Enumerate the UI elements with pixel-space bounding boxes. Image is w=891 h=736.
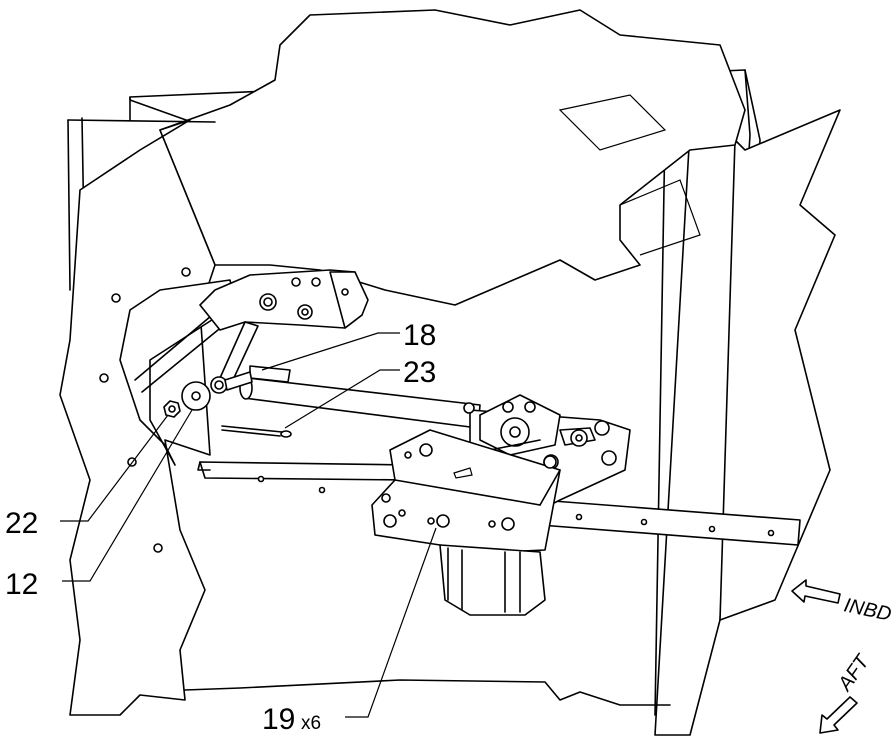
- skin-hole: [181, 267, 191, 277]
- leader-12: [62, 409, 193, 582]
- leader-lines: [60, 332, 437, 718]
- torque-tube: [239, 365, 481, 429]
- left-skin-cutaway: [59, 119, 216, 716]
- actuator-mount-bracket: [371, 429, 561, 553]
- inbd-direction-indicator: INBD: [791, 579, 891, 626]
- skin-hole: [99, 373, 109, 383]
- horizontal-stringer: [197, 461, 801, 546]
- callout-19-quantity: x6: [301, 713, 321, 734]
- lower-skin-edge: [184, 679, 671, 706]
- leader-22: [60, 414, 169, 522]
- actuator-body: [439, 544, 546, 616]
- nut: [163, 400, 181, 418]
- inbd-arrow-icon: [791, 579, 841, 604]
- rod-end: [210, 371, 253, 394]
- aft-arrow-icon: [819, 696, 858, 734]
- right-skin-cutaway: [719, 109, 841, 621]
- washer: [181, 381, 211, 411]
- callout-12: 12: [5, 568, 38, 601]
- inbd-label: INBD: [842, 594, 891, 625]
- leader-18: [261, 332, 400, 371]
- aft-label: AFT: [834, 650, 875, 696]
- skin-hole: [153, 543, 163, 553]
- upper-skin-cutaway: [159, 9, 746, 306]
- screw: [501, 517, 515, 531]
- callout-23: 23: [403, 356, 436, 389]
- aft-direction-indicator: AFT: [819, 650, 875, 734]
- callout-18: 18: [403, 319, 436, 352]
- skin-hole: [111, 293, 121, 303]
- leader-19: [345, 527, 437, 718]
- screw: [436, 514, 450, 528]
- callout-22: 22: [5, 507, 38, 540]
- leader-23: [284, 369, 400, 429]
- bellcrank-bracket: [199, 269, 369, 331]
- callout-19: 19: [262, 703, 295, 736]
- cotter-pin: [221, 425, 292, 438]
- screw: [383, 514, 397, 528]
